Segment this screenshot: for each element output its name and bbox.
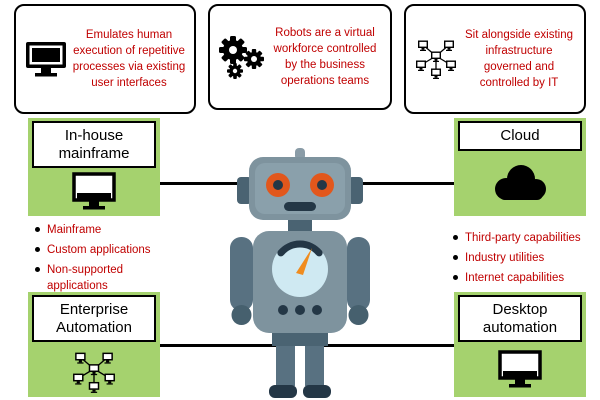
cloud-icon	[454, 162, 586, 208]
monitor-icon	[454, 350, 586, 390]
panel-label: Desktop automation	[458, 295, 582, 343]
monitor-icon	[28, 172, 160, 212]
note-text: Robots are a virtual workforce controlle…	[273, 26, 377, 88]
panel-label: Enterprise Automation	[32, 295, 156, 343]
list-item: Industry utilities	[452, 250, 600, 266]
mainframe-capability-list: Mainframe Custom applications Non-suppor…	[34, 222, 182, 298]
panel-cloud: Cloud	[454, 118, 586, 216]
list-item: Non-supported applications	[34, 262, 182, 294]
connector-line	[160, 344, 277, 347]
note-box-emulates: Emulates human execution of repetitive p…	[14, 4, 196, 114]
list-item: Custom applications	[34, 242, 182, 258]
list-item: Internet capabilities	[452, 270, 600, 286]
connector-line	[160, 182, 242, 185]
note-text: Emulates human execution of repetitive p…	[72, 28, 186, 90]
panel-desktop-automation: Desktop automation	[454, 292, 586, 397]
panel-in-house-mainframe: In-house mainframe	[28, 118, 160, 216]
panel-label: Cloud	[458, 121, 582, 151]
network-icon	[28, 350, 160, 394]
list-item: Third-party capabilities	[452, 230, 600, 246]
note-text: Sit alongside existing infrastructure go…	[464, 28, 574, 90]
robot-illustration	[230, 148, 370, 398]
network-icon	[414, 38, 458, 80]
monitor-icon	[24, 40, 68, 78]
gears-icon	[218, 35, 264, 79]
note-box-robots: Robots are a virtual workforce controlle…	[208, 4, 392, 110]
note-box-infrastructure: Sit alongside existing infrastructure go…	[404, 4, 586, 114]
cloud-capability-list: Third-party capabilities Industry utilit…	[452, 230, 600, 290]
list-item: Mainframe	[34, 222, 182, 238]
connector-line	[323, 344, 455, 347]
panel-enterprise-automation: Enterprise Automation	[28, 292, 160, 397]
panel-label: In-house mainframe	[32, 121, 156, 169]
connector-line	[358, 182, 455, 185]
